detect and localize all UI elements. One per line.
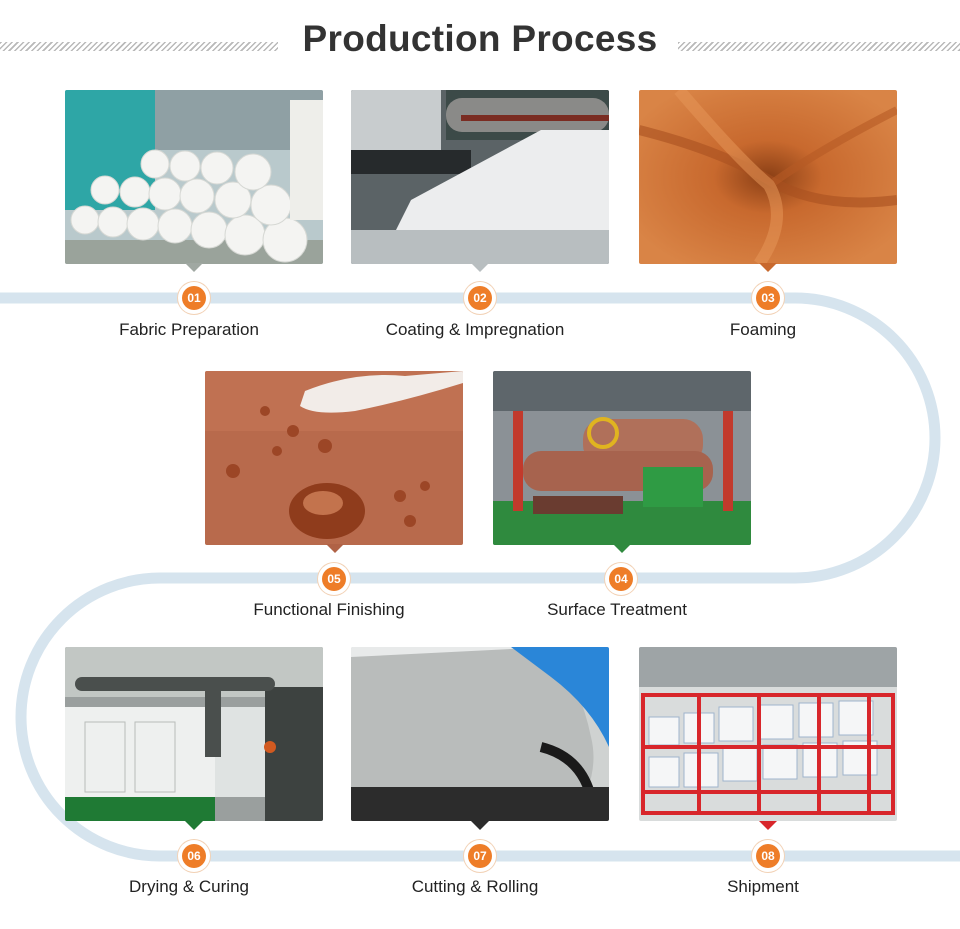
photo-pointer bbox=[613, 544, 631, 553]
step-label: Fabric Preparation bbox=[119, 320, 259, 339]
step-label: Functional Finishing bbox=[253, 600, 405, 619]
step-label: Drying & Curing bbox=[129, 877, 249, 896]
photo-pointer bbox=[471, 263, 489, 272]
step-number-badge: 07 bbox=[464, 840, 496, 872]
drying-oven-photo bbox=[65, 647, 323, 821]
step-label: Shipment bbox=[727, 877, 799, 896]
leather-fabric-photo bbox=[639, 90, 897, 264]
photo-pointer bbox=[185, 263, 203, 272]
decorative-hatch-right bbox=[678, 42, 960, 51]
photo-pointer bbox=[759, 263, 777, 272]
step-number-badge: 08 bbox=[752, 840, 784, 872]
surface-treatment-machine-photo bbox=[493, 371, 751, 545]
step-number-badge: 02 bbox=[464, 282, 496, 314]
step-number-badge: 01 bbox=[178, 282, 210, 314]
rolled-sheet-photo bbox=[351, 647, 609, 821]
photo-pointer bbox=[326, 544, 344, 553]
water-droplets-leather-photo bbox=[205, 371, 463, 545]
step-label: Coating & Impregnation bbox=[385, 320, 565, 339]
fabric-rolls-photo bbox=[65, 90, 323, 264]
step-label: Surface Treatment bbox=[547, 600, 687, 619]
step-label: Cutting & Rolling bbox=[411, 877, 539, 896]
decorative-hatch-left bbox=[0, 42, 278, 51]
step-number-badge: 06 bbox=[178, 840, 210, 872]
step-number-badge: 05 bbox=[318, 563, 350, 595]
page-title: Production Process bbox=[302, 18, 658, 59]
photo-pointer bbox=[471, 821, 489, 830]
step-number-badge: 03 bbox=[752, 282, 784, 314]
step-number-badge: 04 bbox=[605, 563, 637, 595]
loaded-truck-photo bbox=[639, 647, 897, 821]
coating-machine-photo bbox=[351, 90, 609, 264]
photo-pointer bbox=[185, 821, 203, 830]
step-label: Foaming bbox=[729, 320, 797, 339]
photo-pointer bbox=[759, 821, 777, 830]
header: Production Process bbox=[0, 18, 960, 72]
